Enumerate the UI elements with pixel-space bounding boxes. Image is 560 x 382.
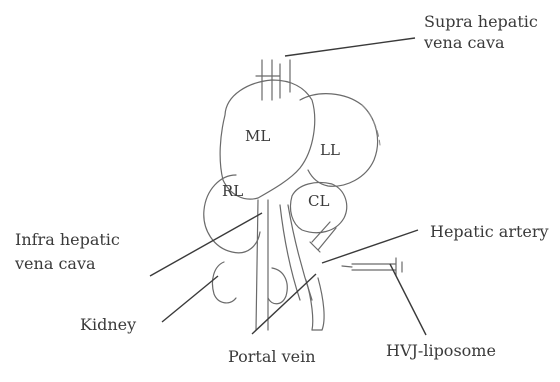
label-hepatic-artery: Hepatic artery — [430, 222, 549, 241]
infra-hepatic-cava-drawing — [256, 200, 268, 330]
lobe-label-cl: CL — [308, 192, 329, 210]
label-supra-hepatic-line1: Supra hepatic — [424, 12, 538, 31]
kidney-leader — [162, 276, 218, 322]
hepatic-artery-leader — [322, 230, 418, 263]
portal-vein-drawing — [306, 278, 324, 330]
lobe-label-ll: LL — [320, 141, 340, 159]
label-supra-hepatic-line2: vena cava — [423, 33, 505, 52]
supra-hepatic-leader — [285, 38, 415, 56]
hepatic-artery-drawing — [310, 222, 336, 252]
label-infra-hepatic-line2: vena cava — [14, 254, 96, 273]
hvj-liposome-leader — [390, 264, 426, 335]
label-kidney: Kidney — [80, 315, 136, 334]
kidney-left-drawing — [212, 262, 236, 303]
hvj-liposome-syringe-drawing — [342, 258, 402, 276]
label-infra-hepatic-line1: Infra hepatic — [15, 230, 120, 249]
label-portal-vein: Portal vein — [228, 347, 316, 366]
infra-hepatic-leader — [150, 213, 262, 276]
lobe-label-rl: RL — [222, 182, 243, 200]
portal-vein-leader — [252, 274, 316, 334]
lobe-label-ml: ML — [245, 127, 270, 145]
kidney-right-drawing — [268, 268, 287, 304]
label-hvj-liposome: HVJ-liposome — [386, 341, 496, 360]
left-lobe-outline — [300, 94, 378, 187]
